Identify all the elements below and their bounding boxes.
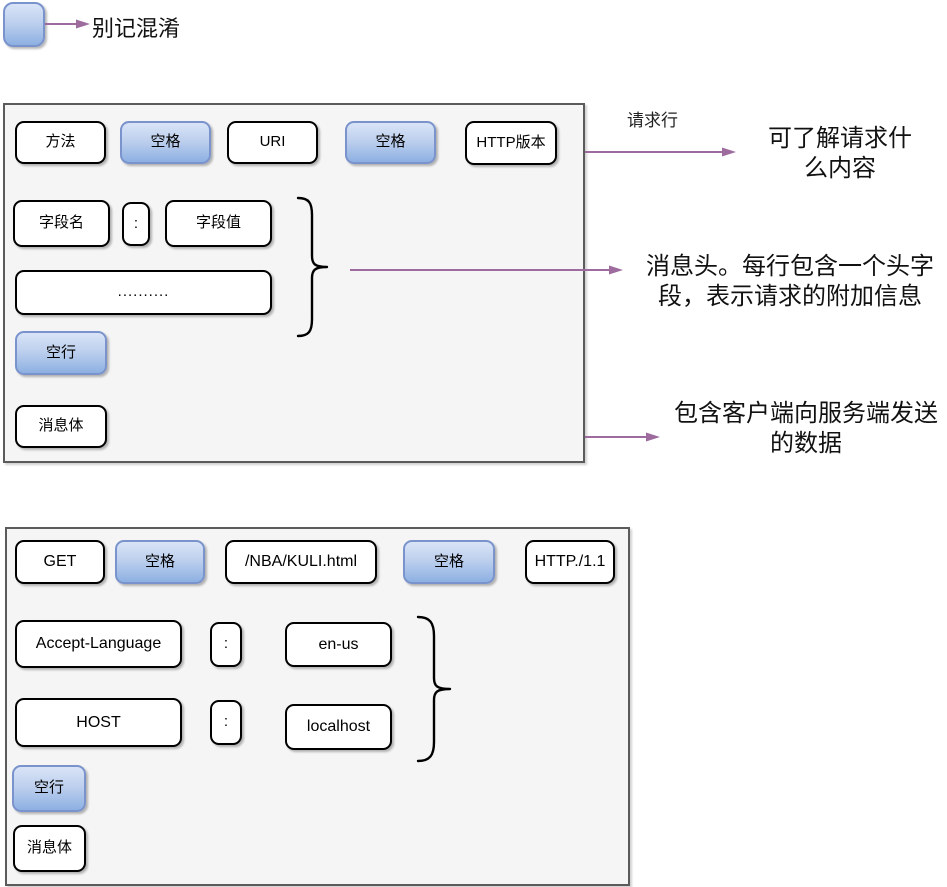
example-header1-value-box: en-us	[285, 622, 392, 667]
space-box: 空格	[115, 540, 205, 584]
example-message-body-box: 消息体	[13, 825, 86, 872]
uri-box: URI	[227, 121, 318, 164]
colon-box: :	[122, 202, 150, 246]
space-box: 空格	[403, 540, 495, 584]
more-headers-box: ..........	[15, 270, 272, 315]
headers-desc: 消息头。每行包含一个头字 段，表示请求的附加信息	[646, 253, 934, 310]
request-line-arrow	[585, 147, 736, 157]
space-box: 空格	[345, 121, 436, 164]
example-method-box: GET	[15, 540, 105, 584]
method-box: 方法	[15, 121, 106, 164]
colon-box: :	[210, 622, 242, 667]
example-headers-curly-brace	[416, 615, 452, 763]
example-header2-name-box: HOST	[15, 698, 182, 747]
example-blank-line-box: 空行	[12, 765, 86, 812]
field-value-box: 字段值	[165, 200, 272, 247]
headers-curly-brace	[296, 196, 329, 338]
example-header1-name-box: Accept-Language	[15, 620, 182, 668]
message-body-box: 消息体	[15, 405, 107, 448]
headers-arrow	[350, 265, 623, 275]
example-uri-box: /NBA/KULI.html	[225, 540, 377, 584]
blank-line-box: 空行	[15, 331, 107, 375]
http-version-box: HTTP版本	[465, 121, 557, 165]
colon-box: :	[210, 700, 242, 745]
field-name-box: 字段名	[13, 200, 110, 247]
request-line-desc: 可了解请求什 么内容	[768, 125, 912, 182]
space-box: 空格	[120, 121, 211, 164]
legend-arrow	[45, 19, 90, 29]
legend-square	[3, 2, 45, 47]
body-desc: 包含客户端向服务端发送 的数据	[674, 400, 938, 457]
request-line-label: 请求行	[627, 111, 678, 130]
legend-note: 别记混淆	[92, 16, 181, 41]
example-header2-value-box: localhost	[285, 704, 392, 750]
example-http-version-box: HTTP./1.1	[525, 540, 615, 584]
body-arrow	[585, 432, 660, 442]
